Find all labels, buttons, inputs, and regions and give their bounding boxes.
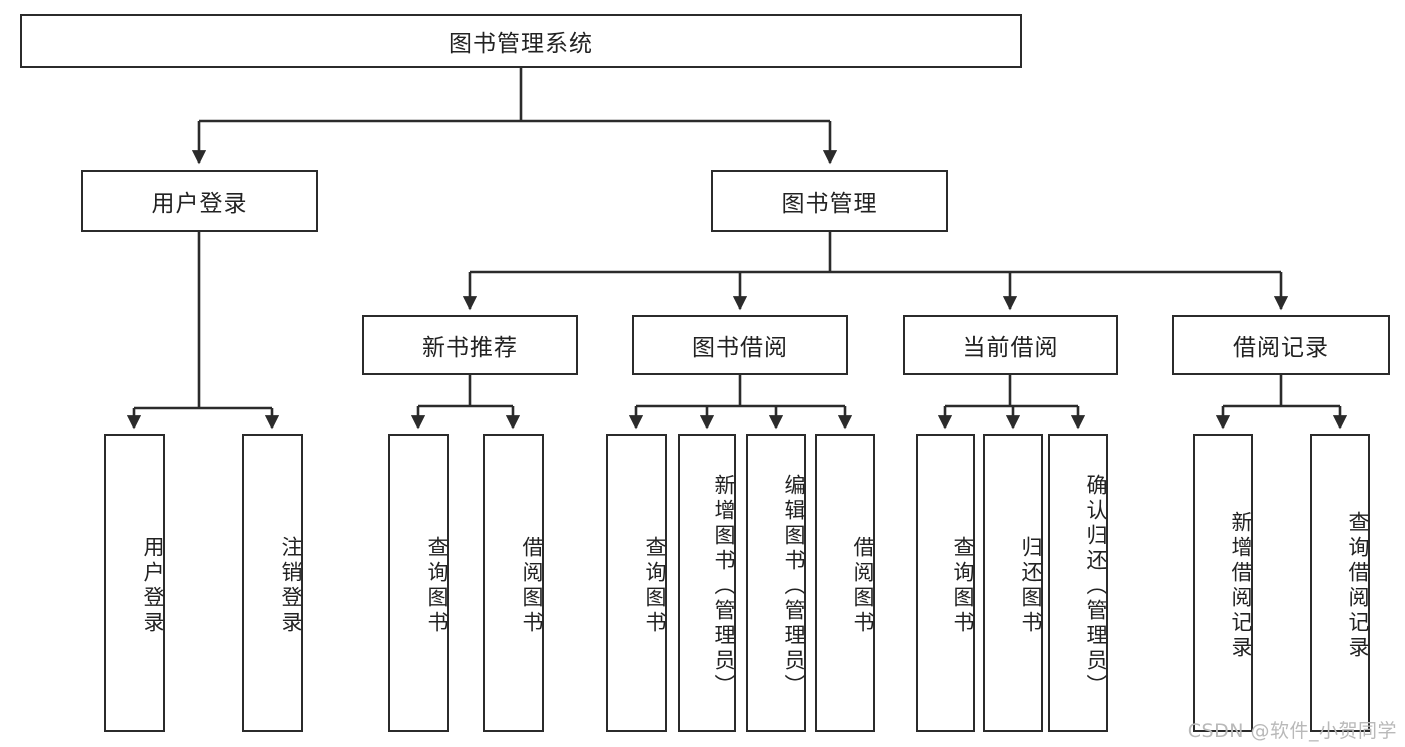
- node-book-management-label: 图书管理: [781, 191, 878, 217]
- node-book-borrow[interactable]: 图书借阅: [632, 315, 848, 375]
- leaf-query-book-recommend[interactable]: 查询图书: [388, 434, 449, 732]
- node-user-login[interactable]: 用户登录: [81, 170, 318, 232]
- leaf-edit-book-admin[interactable]: 编辑图书（管理员）: [746, 434, 806, 732]
- node-book-borrow-label: 图书借阅: [692, 335, 788, 361]
- leaf-query-book-current-label: 查询图书: [951, 536, 975, 636]
- leaf-query-book-recommend-label: 查询图书: [425, 536, 449, 636]
- node-current-borrow-label: 当前借阅: [962, 335, 1059, 361]
- node-root-label: 图书管理系统: [449, 31, 593, 57]
- leaf-query-book-borrow-label: 查询图书: [643, 536, 667, 636]
- book-manage-connectors: [462, 232, 1289, 311]
- leaf-query-book-borrow[interactable]: 查询图书: [606, 434, 667, 732]
- user-login-connectors: [126, 232, 280, 430]
- node-borrow-record[interactable]: 借阅记录: [1172, 315, 1390, 375]
- leaf-borrow-book-label: 借阅图书: [851, 536, 875, 636]
- leaf-user-login[interactable]: 用户登录: [104, 434, 165, 732]
- leaf-user-login-label: 用户登录: [141, 536, 165, 636]
- leaf-return-book-label: 归还图书: [1019, 536, 1043, 636]
- node-borrow-record-label: 借阅记录: [1233, 335, 1329, 361]
- leaf-add-book-admin-label: 新增图书（管理员）: [712, 473, 736, 699]
- watermark: CSDN @软件_小贺同学: [1187, 720, 1397, 742]
- node-book-management[interactable]: 图书管理: [711, 170, 948, 232]
- leaf-logout-label: 注销登录: [279, 536, 303, 636]
- leaf-confirm-return-admin[interactable]: 确认归还（管理员）: [1048, 434, 1108, 732]
- node-new-book-recommend-label: 新书推荐: [422, 335, 518, 361]
- leaf-edit-book-admin-label: 编辑图书（管理员）: [782, 473, 806, 699]
- node-user-login-label: 用户登录: [151, 191, 248, 217]
- book-borrow-connectors: [628, 375, 853, 430]
- leaf-borrow-book[interactable]: 借阅图书: [815, 434, 875, 732]
- root-connectors: [191, 68, 838, 165]
- leaf-query-borrow-record[interactable]: 查询借阅记录: [1310, 434, 1370, 732]
- leaf-add-book-admin[interactable]: 新增图书（管理员）: [678, 434, 736, 732]
- leaf-query-book-current[interactable]: 查询图书: [916, 434, 975, 732]
- current-borrow-connectors: [937, 375, 1086, 430]
- borrow-record-connectors: [1215, 375, 1348, 430]
- node-new-book-recommend[interactable]: 新书推荐: [362, 315, 578, 375]
- leaf-logout[interactable]: 注销登录: [242, 434, 303, 732]
- leaf-add-borrow-record-label: 新增借阅记录: [1229, 511, 1253, 661]
- leaf-query-borrow-record-label: 查询借阅记录: [1346, 511, 1370, 661]
- leaf-borrow-book-recommend[interactable]: 借阅图书: [483, 434, 544, 732]
- new-book-connectors: [410, 375, 521, 430]
- leaf-borrow-book-recommend-label: 借阅图书: [520, 536, 544, 636]
- leaf-confirm-return-admin-label: 确认归还（管理员）: [1084, 473, 1108, 699]
- leaf-return-book[interactable]: 归还图书: [983, 434, 1043, 732]
- node-root[interactable]: 图书管理系统: [20, 14, 1022, 68]
- node-current-borrow[interactable]: 当前借阅: [903, 315, 1118, 375]
- leaf-add-borrow-record[interactable]: 新增借阅记录: [1193, 434, 1253, 732]
